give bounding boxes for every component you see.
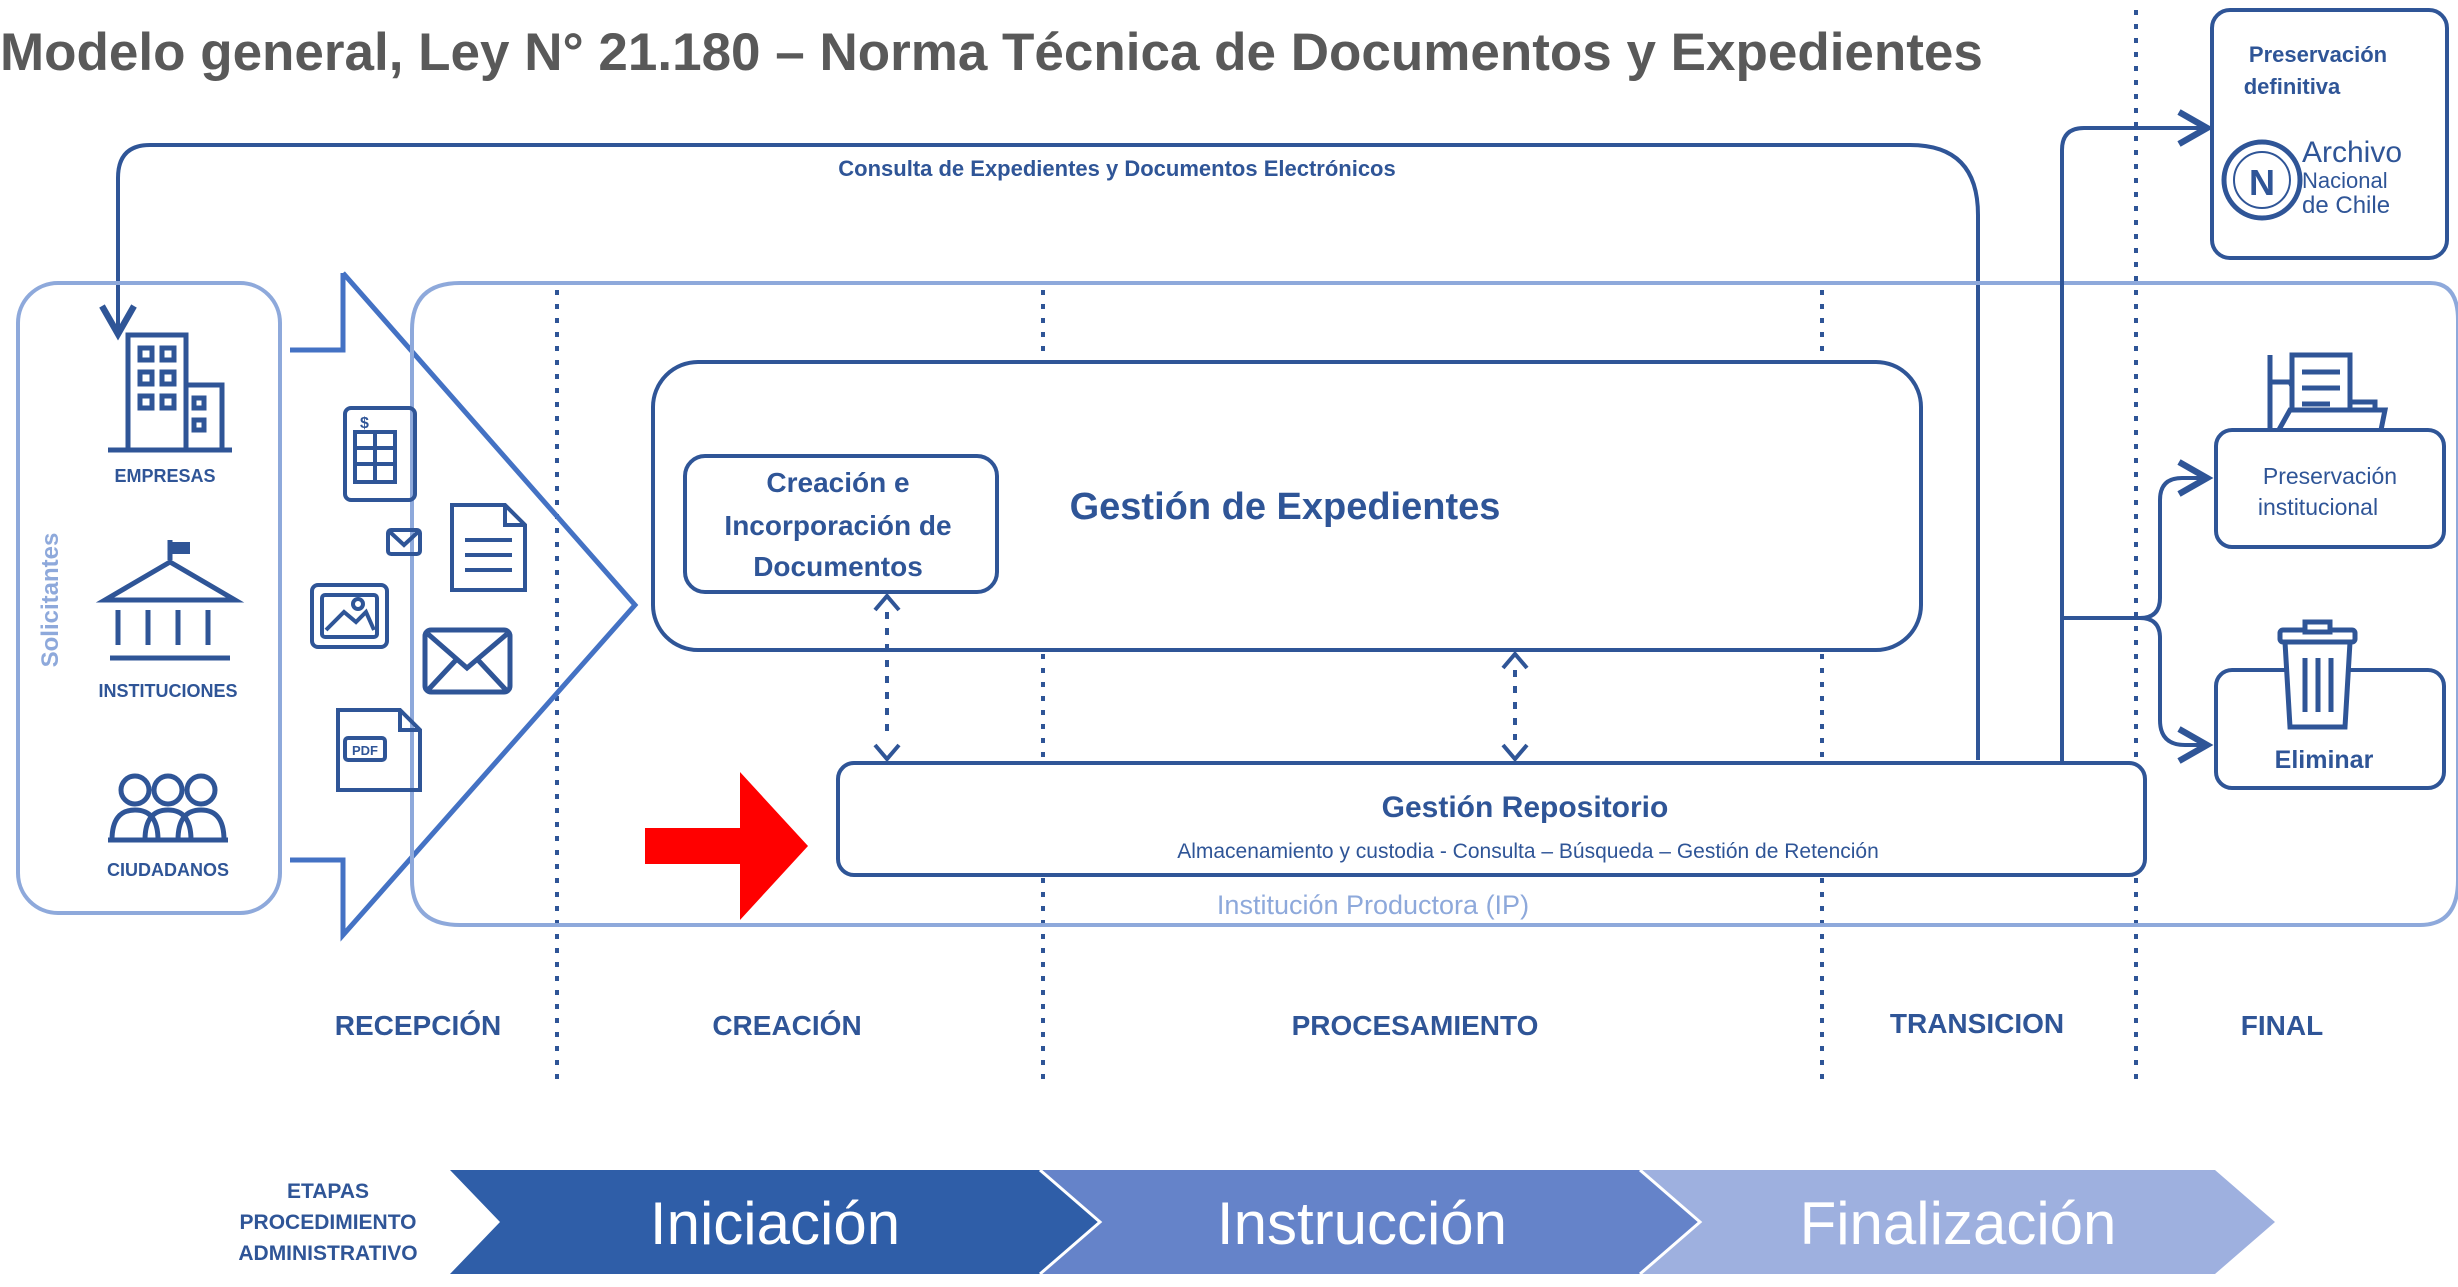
- etapa-instruccion: Instrucción: [1217, 1190, 1507, 1257]
- stage-separators: [555, 10, 2138, 1080]
- email-icon: [386, 528, 422, 556]
- document-icon: [450, 503, 527, 592]
- mail-envelope-icon: [422, 627, 513, 695]
- gestion-repositorio-box: [836, 761, 2147, 877]
- archivo-line-1: Archivo: [2302, 136, 2402, 169]
- stage-final: FINAL: [2241, 1010, 2323, 1041]
- preservacion-definitiva-box: [2210, 8, 2449, 260]
- consulta-loop-arrow: [99, 143, 1980, 760]
- solicitantes-label: Solicitantes: [37, 533, 64, 668]
- pdf-icon: [336, 708, 422, 792]
- gestion-repositorio-title: Gestión Repositorio: [1382, 791, 1669, 824]
- final-branches: [2060, 109, 2214, 764]
- preservacion-institucional-line-1: Preservación: [2263, 463, 2397, 489]
- empresas-label: EMPRESAS: [114, 466, 215, 486]
- preservacion-definitiva-line-2: definitiva: [2244, 74, 2341, 99]
- preservacion-definitiva-line-1: Preservación: [2249, 42, 2387, 67]
- stage-transicion: TRANSICION: [1890, 1008, 2064, 1039]
- citizens-icon: [108, 773, 228, 843]
- creacion-line-3: Documentos: [753, 551, 923, 582]
- instituciones-label: INSTITUCIONES: [98, 681, 237, 701]
- expedientes-repositorio-link: [1501, 650, 1529, 763]
- preservacion-institucional-box: [2214, 428, 2446, 549]
- chevron-finalizacion: [1640, 1170, 2275, 1274]
- etapas-line-1: ETAPAS: [287, 1180, 369, 1203]
- archivo-nacional-logo: N Archivo Nacional de Chile: [2221, 136, 2402, 221]
- stage-creacion: CREACIÓN: [712, 1010, 861, 1041]
- pdf-label: PDF: [352, 743, 378, 758]
- creacion-line-2: Incorporación de: [724, 510, 951, 541]
- etapa-iniciacion: Iniciación: [650, 1190, 900, 1257]
- invoice-icon: $: [343, 406, 417, 502]
- chevron-iniciacion: [450, 1170, 1100, 1274]
- stage-recepcion: RECEPCIÓN: [335, 1010, 501, 1041]
- archivo-line-2: Nacional: [2302, 168, 2388, 193]
- institucion-productora-label: Institución Productora (IP): [1217, 890, 1529, 920]
- institution-icon: [95, 540, 245, 661]
- eliminar-label: Eliminar: [2275, 746, 2374, 774]
- gestion-repositorio-subtitle: Almacenamiento y custodia - Consulta – B…: [1177, 840, 1879, 863]
- page-title: Modelo general, Ley N° 21.180 – Norma Té…: [0, 23, 1983, 82]
- gestion-expedientes-label: Gestión de Expedientes: [1070, 486, 1501, 528]
- stage-procesamiento: PROCESAMIENTO: [1292, 1010, 1539, 1041]
- preservacion-institucional-line-2: institucional: [2258, 494, 2378, 520]
- image-icon: [310, 583, 389, 649]
- creacion-repositorio-link: [873, 592, 901, 763]
- etapas-line-2: PROCEDIMIENTO: [240, 1211, 417, 1234]
- etapa-finalizacion: Finalización: [1800, 1190, 2117, 1257]
- institucion-panel: [410, 281, 2458, 927]
- etapas-line-3: ADMINISTRATIVO: [238, 1242, 417, 1265]
- archivo-line-3: de Chile: [2302, 192, 2390, 219]
- reception-arrow: [290, 271, 639, 942]
- svg-text:$: $: [360, 415, 369, 432]
- trash-icon: [2277, 619, 2358, 730]
- creacion-box: [683, 454, 999, 594]
- svg-text:N: N: [2249, 162, 2275, 203]
- creacion-line-1: Creación e: [766, 467, 909, 498]
- consulta-label: Consulta de Expedientes y Documentos Ele…: [838, 156, 1395, 181]
- solicitantes-panel: [16, 281, 282, 915]
- ciudadanos-label: CIUDADANOS: [107, 860, 229, 880]
- highlight-arrow: [645, 772, 808, 920]
- building-icon: [108, 332, 232, 453]
- chevron-instruccion: [1040, 1170, 1700, 1274]
